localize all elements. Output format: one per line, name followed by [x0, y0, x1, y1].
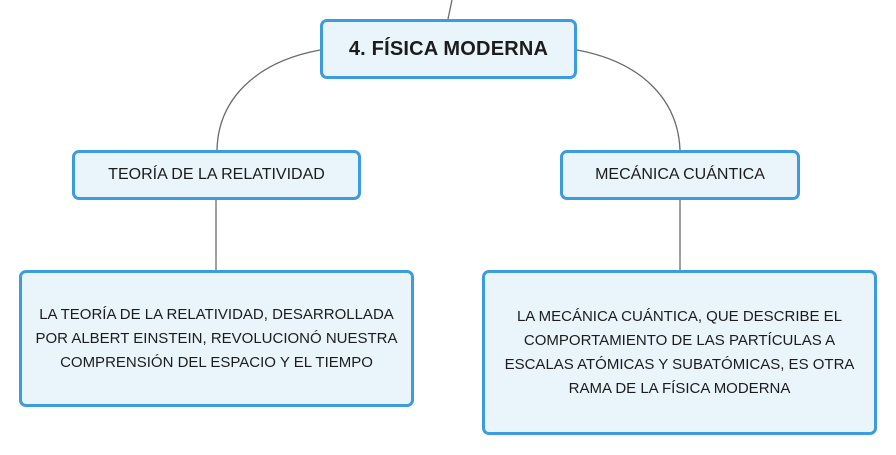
detail-node-cuantica[interactable]: LA MECÁNICA CUÁNTICA, QUE DESCRIBE EL CO… [482, 270, 877, 435]
connector-root-to-relatividad [216, 49, 321, 151]
topic-node-relatividad[interactable]: TEORÍA DE LA RELATIVIDAD [72, 150, 361, 200]
detail-text-cuantica: LA MECÁNICA CUÁNTICA, QUE DESCRIBE EL CO… [504, 307, 855, 397]
detail-node-relatividad[interactable]: LA TEORÍA DE LA RELATIVIDAD, DESARROLLAD… [19, 270, 414, 407]
root-topic-node[interactable]: 4. FÍSICA MODERNA [320, 19, 577, 79]
root-topic-label: 4. FÍSICA MODERNA [348, 37, 549, 60]
detail-text-relatividad: LA TEORÍA DE LA RELATIVIDAD, DESARROLLAD… [35, 305, 398, 371]
topic-node-cuantica[interactable]: MECÁNICA CUÁNTICA [560, 150, 800, 200]
topic-label-cuantica: MECÁNICA CUÁNTICA [595, 166, 765, 183]
connector-root-to-cuantica [576, 49, 681, 151]
connector-parent-to-root [447, 0, 453, 20]
topic-label-relatividad: TEORÍA DE LA RELATIVIDAD [108, 166, 325, 183]
